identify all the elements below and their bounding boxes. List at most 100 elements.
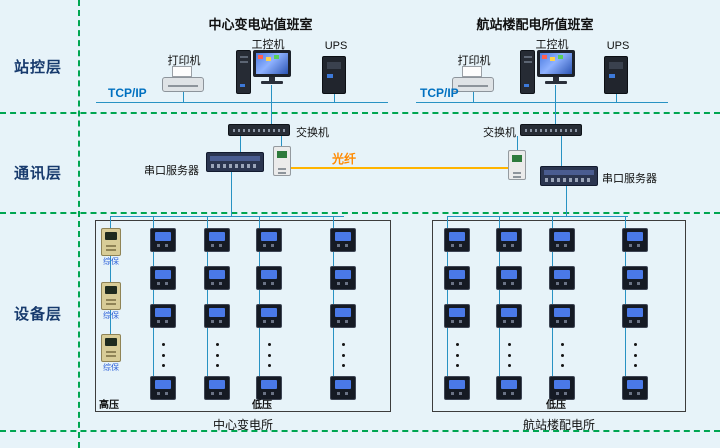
- connection-line: [231, 172, 232, 216]
- meter-screen: [335, 308, 351, 317]
- power-meter-icon: [330, 266, 356, 290]
- fiber-label: 光纤: [332, 152, 357, 166]
- substation-name-right: 航站楼配电所: [522, 418, 595, 432]
- meter-column: [444, 228, 470, 414]
- lv-label-right: 低压: [546, 400, 566, 411]
- printer-slot: [458, 85, 488, 87]
- power-meter-icon: [622, 266, 648, 290]
- meter-screen: [627, 308, 643, 317]
- serial-server-icon-right: [540, 166, 598, 186]
- pc-tower-icon-right: [520, 50, 535, 94]
- relay-label: 综保: [103, 257, 119, 266]
- meter-screen: [449, 270, 465, 279]
- power-meter-icon: [622, 304, 648, 328]
- ellipsis-dots: [507, 342, 511, 368]
- meter-screen: [155, 380, 171, 389]
- meter-screen: [155, 308, 171, 317]
- monitor-base: [261, 81, 283, 84]
- connection-line: [183, 92, 184, 102]
- power-meter-icon: [444, 228, 470, 252]
- protection-relay-icon: [101, 228, 121, 256]
- meter-screen: [335, 270, 351, 279]
- power-meter-icon: [549, 228, 575, 252]
- meter-screen: [261, 270, 277, 279]
- layer-label-device: 设备层: [13, 306, 62, 323]
- printer-body: [452, 77, 494, 92]
- meter-screen: [501, 380, 517, 389]
- meter-screen: [261, 380, 277, 389]
- printer-paper: [172, 66, 192, 77]
- relay-label: 综保: [103, 363, 119, 372]
- printer-icon-left: [162, 66, 204, 92]
- power-meter-icon: [549, 376, 575, 400]
- ethernet-switch-icon-right: [520, 124, 582, 136]
- meter-screen: [554, 308, 570, 317]
- protection-relay-icon: [101, 282, 121, 310]
- connection-line: [281, 136, 282, 146]
- meter-column: [549, 228, 575, 414]
- layer-divider-comm-device: [0, 212, 720, 214]
- fiber-link-line: [291, 167, 509, 169]
- power-meter-icon: [549, 304, 575, 328]
- connection-line: [271, 85, 272, 124]
- lan-bus-right: [416, 102, 668, 103]
- serial-server-label-left: 串口服务器: [144, 165, 199, 177]
- connection-line: [555, 85, 556, 124]
- power-meter-icon: [622, 228, 648, 252]
- layer-divider-vertical: [78, 0, 80, 448]
- meter-screen: [155, 270, 171, 279]
- lv-label-left: 低压: [252, 400, 272, 411]
- layer-divider-station-comm: [0, 112, 720, 114]
- printer-label-right: 打印机: [457, 55, 491, 67]
- power-meter-icon: [256, 266, 282, 290]
- layer-label-comm: 通讯层: [13, 165, 62, 182]
- power-meter-icon: [330, 304, 356, 328]
- meter-screen: [554, 270, 570, 279]
- meter-screen: [627, 232, 643, 241]
- power-meter-icon: [150, 266, 176, 290]
- meter-screen: [554, 380, 570, 389]
- power-meter-icon: [150, 228, 176, 252]
- power-meter-icon: [444, 376, 470, 400]
- connection-line: [566, 186, 567, 216]
- layer-label-station: 站控层: [13, 59, 62, 76]
- ups-label-right: UPS: [606, 40, 630, 52]
- ethernet-switch-icon-left: [228, 124, 290, 136]
- left-room-title: 中心变电站值班室: [208, 17, 313, 32]
- layer-divider-bottom: [0, 430, 720, 432]
- switch-label-right: 交换机: [483, 127, 516, 139]
- meter-screen: [261, 308, 277, 317]
- power-meter-icon: [496, 304, 522, 328]
- meter-screen: [261, 232, 277, 241]
- protection-relay-unit: 综保: [96, 228, 126, 266]
- power-meter-icon: [204, 304, 230, 328]
- power-meter-icon: [150, 376, 176, 400]
- power-meter-icon: [444, 266, 470, 290]
- connection-line: [334, 94, 335, 102]
- connection-line: [240, 136, 241, 152]
- monitor-base: [545, 81, 567, 84]
- power-meter-icon: [256, 376, 282, 400]
- pc-label-right: 工控机: [535, 39, 569, 51]
- printer-paper: [462, 66, 482, 77]
- ellipsis-dots: [560, 342, 564, 368]
- protection-relay-unit: 综保: [96, 282, 126, 320]
- meter-column: [330, 228, 356, 414]
- monitor-neck: [553, 77, 559, 81]
- ellipsis-dots: [215, 342, 219, 368]
- substation-box-right: [432, 220, 686, 412]
- pc-monitor-icon-left: [253, 50, 291, 86]
- monitor-screen: [256, 53, 288, 74]
- power-meter-icon: [496, 228, 522, 252]
- meter-screen: [209, 232, 225, 241]
- field-bus-right: [447, 216, 628, 217]
- monitor-screen: [540, 53, 572, 74]
- meter-screen: [449, 380, 465, 389]
- power-meter-icon: [549, 266, 575, 290]
- power-meter-icon: [330, 376, 356, 400]
- meter-column: [150, 228, 176, 414]
- power-meter-icon: [150, 304, 176, 328]
- printer-label-left: 打印机: [167, 55, 201, 67]
- field-bus-left: [110, 216, 344, 217]
